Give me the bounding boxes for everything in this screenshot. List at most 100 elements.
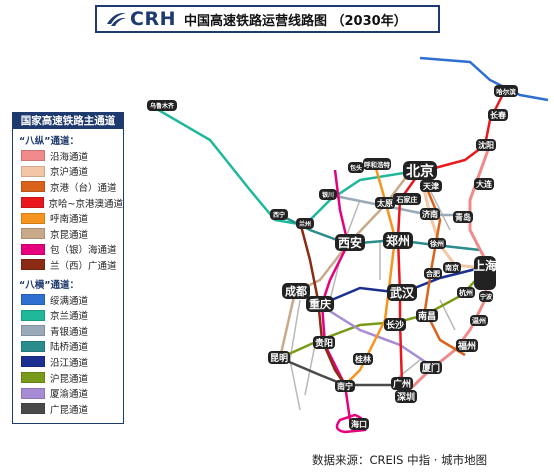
vertical-legend-item: 京昆通道: [21, 226, 123, 242]
legend-swatch: [21, 325, 45, 337]
city-marker-xiamen: [420, 361, 442, 374]
city-baotou: 包头: [350, 164, 362, 172]
city-hefei: 合肥: [425, 269, 440, 278]
legend-label: 包（银）海通道: [50, 245, 117, 257]
legend-label: 沿江通道: [50, 357, 89, 369]
vertical-legend-item: 呼南通道: [21, 210, 123, 226]
data-source: 数据来源：CREIS 中指 · 城市地图: [312, 453, 488, 467]
line-suiman: [419, 56, 549, 102]
city-xian: 西安: [338, 235, 362, 250]
city-marker-tianjin: [420, 180, 442, 192]
legend-label: 兰（西）广通道: [50, 260, 117, 272]
city-marker-shijiazhuang: [393, 193, 421, 205]
city-shijiazhuang: 石家庄: [396, 195, 418, 204]
city-marker-zhengzhou: [383, 232, 413, 249]
city-marker-chongqing: [306, 296, 334, 312]
city-taiyuan: 太原: [376, 198, 393, 208]
city-zhengzhou: 郑州: [386, 233, 410, 248]
city-haikou: 海口: [351, 419, 367, 429]
city-wenzhou: 温州: [472, 316, 486, 325]
legend-vertical-title: “八纵”通道：: [19, 136, 79, 147]
city-marker-nanjing: [443, 262, 461, 273]
city-qingdao: 青岛: [455, 212, 471, 222]
city-changsha: 长沙: [386, 319, 404, 331]
city-marker-ningbo: [479, 291, 493, 302]
legend-swatch: [21, 294, 45, 306]
legend-swatch: [21, 309, 45, 321]
vertical-legend-item: 兰（西）广通道: [21, 257, 123, 273]
horizontal-legend-item: 陆桥通道: [21, 339, 123, 355]
map-title: 中国高速铁路运营线路图 （2030年）: [183, 13, 407, 29]
legend-panel: 国家高速铁路主通道 “八纵”通道： 沿海通道京沪通道京港（台）通道京哈~京港澳通…: [12, 112, 124, 424]
legend-swatch: [21, 259, 45, 271]
city-wuhan: 武汉: [390, 285, 415, 300]
legend-label: 沿海通道: [50, 151, 89, 163]
city-shenzhen: 深圳: [397, 391, 415, 403]
city-xiamen: 厦门: [422, 362, 440, 374]
city-marker-hangzhou: [457, 287, 475, 298]
legend-swatch: [21, 197, 44, 209]
city-changchun: 长春: [490, 110, 506, 120]
city-marker-beijing: [403, 161, 437, 180]
city-marker-changsha: [384, 318, 406, 331]
city-nanjing: 南京: [445, 263, 459, 272]
legend-label: 绥满通道: [50, 295, 89, 307]
legend-swatch: [21, 372, 45, 384]
vertical-legend-item: 京哈~京港澳通道: [21, 195, 123, 211]
legend-label: 陆桥通道: [50, 342, 89, 354]
city-marker-jinan: [420, 208, 440, 220]
vertical-legend-item: 京沪通道: [21, 164, 123, 180]
city-nanchang: 南昌: [418, 310, 436, 322]
legend-swatch: [21, 150, 45, 162]
city-marker-dalian: [474, 178, 494, 190]
city-jinan: 济南: [422, 209, 438, 219]
city-marker-wuhan: [387, 284, 417, 301]
city-marker-guangzhou: [391, 377, 413, 390]
city-shenyang: 沈阳: [478, 140, 494, 150]
city-guilin: 桂林: [354, 354, 371, 364]
legend-label: 京昆通道: [50, 229, 89, 241]
horizontal-legend-item: 广昆通道: [21, 401, 123, 417]
crh-swoosh-icon: [107, 12, 126, 26]
city-marker-yinchuan: [319, 189, 337, 200]
legend-swatch: [21, 403, 45, 415]
city-marker-shenyang: [476, 139, 496, 151]
vertical-legend-item: 沿海通道: [21, 148, 123, 164]
city-xining: 西宁: [273, 211, 285, 219]
legend-label: 京哈~京港澳通道: [48, 198, 123, 210]
legend-header: 国家高速铁路主通道: [13, 113, 123, 129]
horizontal-legend-item: 青银通道: [21, 323, 123, 339]
city-marker-wenzhou: [470, 315, 488, 326]
city-urumqi: 乌鲁木齐: [150, 102, 175, 110]
city-ningbo: 宁波: [480, 293, 493, 301]
city-chengdu: 成都: [285, 284, 307, 298]
city-marker-taiyuan: [375, 197, 395, 209]
city-chongqing: 重庆: [309, 297, 331, 311]
horizontal-legend-item: 沪昆通道: [21, 370, 123, 386]
legend-label: 京兰通道: [50, 311, 89, 323]
legend-horizontal-list: 绥满通道京兰通道青银通道陆桥通道沿江通道沪昆通道厦渝通道广昆通道: [13, 292, 123, 417]
city-tianjin: 天津: [423, 181, 439, 191]
city-shanghai: 上海: [473, 258, 497, 273]
city-dalian: 大连: [476, 179, 493, 189]
legend-swatch: [21, 356, 45, 368]
horizontal-legend-item: 厦渝通道: [21, 385, 123, 401]
legend-label: 呼南通道: [50, 214, 89, 226]
city-marker-urumqi: [147, 100, 177, 111]
city-marker-hefei: [424, 268, 442, 279]
city-marker-kunming: [268, 351, 290, 364]
city-guiyang: 贵阳: [315, 337, 333, 349]
major-cities: 北京 上海 西安 郑州 武汉 成都 重庆 广州 深圳 昆明 贵阳 长沙 南昌 福…: [147, 85, 518, 430]
legend-label: 广昆通道: [50, 404, 89, 416]
logo-text: CRH: [130, 8, 176, 30]
legend-swatch: [21, 340, 45, 352]
horizontal-legend-item: 沿江通道: [21, 354, 123, 370]
city-marker-baotou: [348, 162, 364, 173]
city-marker-qingdao: [453, 211, 473, 223]
line-qingyin: [329, 193, 465, 217]
city-hangzhou: 杭州: [459, 288, 473, 297]
city-hohhot: 呼和浩特: [364, 160, 391, 169]
legend-label: 厦渝通道: [50, 389, 89, 401]
city-beijing: 北京: [406, 163, 434, 180]
crh-logo: CRH: [105, 8, 176, 30]
